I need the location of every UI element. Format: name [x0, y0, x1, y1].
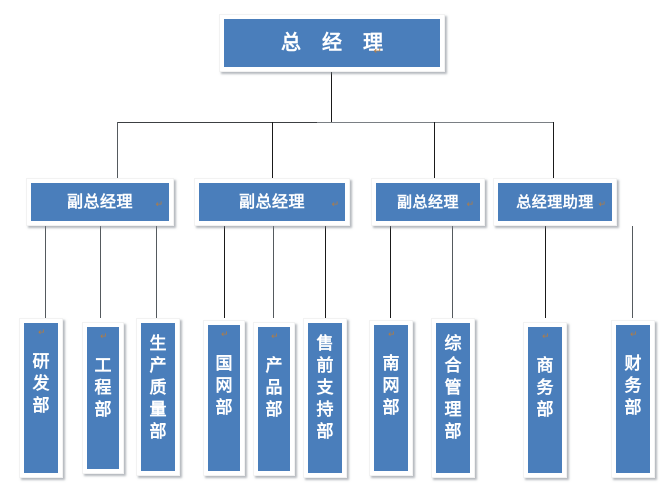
pilcrow-mark: ↵: [388, 330, 396, 340]
node-rd-dept[interactable]: ↵ 研 发 部: [19, 318, 63, 478]
node-label: 产 品 部: [265, 356, 283, 421]
connector-drop-gm-assistant: [553, 122, 554, 178]
node-business-dept[interactable]: ↵ 商 务 部: [523, 322, 567, 478]
connector-drop-deputy-3: [434, 122, 435, 178]
node-label: 生 产 质 量 部: [149, 334, 167, 443]
node-fill: 总 经 理 ↵: [224, 19, 440, 67]
node-fill: 副总经理 ↵: [31, 183, 169, 221]
node-deputy-gm-2[interactable]: 副总经理 ↵: [194, 178, 350, 226]
node-engineering-dept[interactable]: ↵ 工 程 部: [82, 322, 124, 474]
node-south-grid-dept[interactable]: ↵ 南 网 部: [369, 320, 413, 476]
node-general-manager[interactable]: 总 经 理 ↵: [219, 14, 445, 72]
node-deputy-gm-3[interactable]: 副总经理 ↵: [371, 178, 485, 226]
connector-root-stem: [331, 72, 332, 122]
connector-drop-business: [545, 226, 546, 318]
node-deputy-gm-1[interactable]: 副总经理 ↵: [26, 178, 174, 226]
connector-level2-bar: [117, 122, 317, 123]
connector-drop-finance: [632, 226, 633, 318]
connector-drop-south-grid: [390, 226, 391, 318]
node-label: 副总经理: [396, 192, 459, 211]
node-fill: ↵ 产 品 部: [258, 327, 290, 471]
connector-drop-presales: [325, 226, 326, 318]
node-label: 副总经理: [238, 192, 305, 212]
node-fill: 副总经理 ↵: [376, 183, 480, 221]
pilcrow-mark: ↵: [38, 328, 46, 338]
node-fill: ↵ 南 网 部: [374, 325, 408, 471]
pilcrow-mark: ↵: [331, 200, 339, 210]
node-label: 南 网 部: [382, 354, 400, 419]
node-label: 国 网 部: [215, 354, 233, 419]
pilcrow-mark: ↵: [271, 332, 279, 342]
connector-drop-rd: [45, 226, 46, 318]
connector-drop-state-grid: [224, 226, 225, 318]
node-fill: 生 产 质 量 部: [141, 323, 175, 471]
node-production-quality-dept[interactable]: 生 产 质 量 部: [136, 318, 180, 476]
node-label: 工 程 部: [94, 356, 112, 421]
node-fill: 综 合 管 理 部: [436, 323, 470, 473]
connector-drop-deputy-1: [117, 122, 118, 178]
node-label: 售 前 支 持 部: [316, 334, 334, 443]
pilcrow-mark: ↵: [155, 200, 163, 210]
connector-drop-production-quality: [156, 226, 157, 318]
node-gm-assistant[interactable]: 总经理助理 ↵: [493, 178, 617, 226]
pilcrow-mark: ↵: [542, 332, 550, 342]
pilcrow-mark: ↵: [630, 330, 638, 340]
connector-level2-bar-right: [317, 122, 554, 123]
node-fill: ↵ 商 务 部: [528, 327, 562, 473]
pilcrow-mark: ↵: [100, 332, 108, 342]
node-label: 总 经 理: [281, 30, 390, 55]
node-finance-dept[interactable]: ↵ 财 务 部: [611, 320, 655, 478]
pilcrow-mark: ↵: [373, 46, 382, 57]
node-fill: 售 前 支 持 部: [308, 323, 342, 473]
node-label: 研 发 部: [32, 352, 50, 417]
node-state-grid-dept[interactable]: ↵ 国 网 部: [203, 320, 245, 476]
node-fill: ↵ 财 务 部: [616, 325, 650, 473]
node-fill: ↵ 国 网 部: [208, 325, 240, 471]
node-product-dept[interactable]: ↵ 产 品 部: [253, 322, 295, 476]
pilcrow-mark: ↵: [221, 330, 229, 340]
pilcrow-mark: ↵: [598, 200, 606, 210]
node-label: 商 务 部: [536, 356, 554, 421]
node-fill: 总经理助理 ↵: [498, 183, 612, 221]
node-fill: 副总经理 ↵: [199, 183, 345, 221]
node-fill: ↵ 工 程 部: [87, 327, 119, 469]
node-label: 副总经理: [66, 192, 133, 212]
connector-drop-general-mgmt: [452, 226, 453, 318]
pilcrow-mark: ↵: [466, 200, 474, 210]
node-presales-support-dept[interactable]: 售 前 支 持 部: [303, 318, 347, 478]
node-label: 综 合 管 理 部: [444, 334, 462, 443]
node-label: 总经理助理: [516, 192, 594, 211]
connector-drop-deputy-2: [272, 122, 273, 178]
connector-drop-product: [273, 226, 274, 318]
node-label: 财 务 部: [624, 354, 642, 419]
node-fill: ↵ 研 发 部: [24, 323, 58, 473]
connector-drop-engineering: [100, 226, 101, 318]
node-general-management-dept[interactable]: 综 合 管 理 部: [431, 318, 475, 478]
